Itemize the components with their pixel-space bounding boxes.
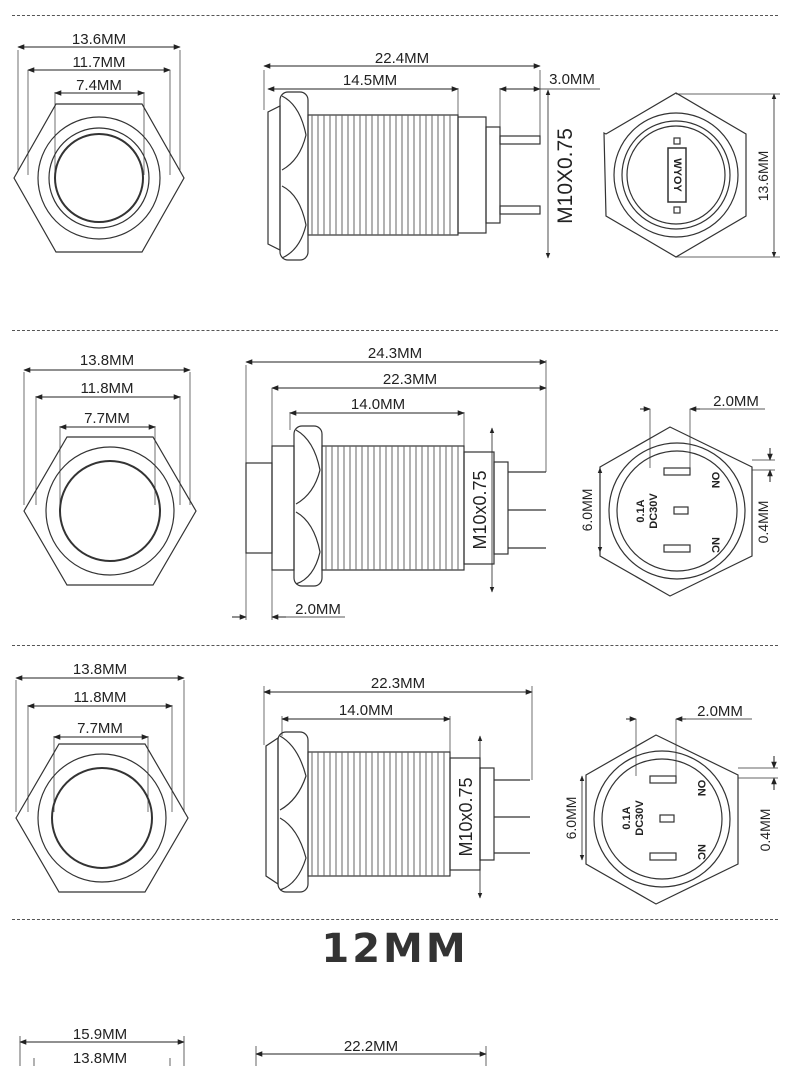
terminal-label-nc: NC: [709, 537, 721, 553]
back-view: [585, 719, 778, 905]
side-view: [245, 360, 547, 620]
dim-front-outer: 13.8MM: [80, 352, 134, 369]
thread-lines: [311, 752, 445, 876]
dim-front-inner: 7.4MM: [76, 77, 122, 94]
section-4: 15.9MM 13.8MM 22.2MM: [19, 1026, 487, 1066]
dim-front-mid: 11.7MM: [72, 54, 125, 71]
dim-side-thread: 14.0MM: [351, 396, 405, 413]
dim-side-pin: 3.0MM: [549, 71, 595, 88]
dim-front-mid: 11.8MM: [73, 689, 126, 706]
brand-label: WYOY: [671, 158, 683, 192]
dim-front-mid: 11.8MM: [80, 380, 133, 397]
thread-lines: [311, 115, 451, 235]
dim-side-total: 24.3MM: [368, 345, 422, 362]
section-1: 13.6MM 11.7MM 7.4MM: [13, 31, 780, 261]
divider-line: [12, 15, 778, 16]
dim-front-inner: 7.7MM: [84, 410, 130, 427]
size-title: 12MM: [321, 926, 469, 972]
front-view: [23, 372, 197, 586]
side-view: [263, 70, 541, 261]
side-view: [263, 686, 533, 893]
dim-front-outer: 13.8MM: [73, 661, 127, 678]
dim-back-height: 13.6MM: [755, 151, 771, 202]
front-view: [13, 50, 185, 253]
thread-lines: [325, 446, 459, 570]
dim-side-total: 22.2MM: [344, 1038, 398, 1055]
dim-side-thread: 14.5MM: [343, 72, 397, 89]
dim-side-cap: 2.0MM: [295, 601, 341, 618]
back-view: [603, 92, 780, 258]
dim-side-thread: 14.0MM: [339, 702, 393, 719]
dim-back-pin-width: 0.4MM: [755, 501, 771, 544]
rating-voltage: DC30V: [648, 493, 660, 529]
rating-current: 0.1A: [635, 499, 647, 522]
divider-line: [12, 330, 778, 331]
thread-spec: M10X0.75: [554, 128, 577, 224]
dim-back-pin-width: 0.4MM: [757, 809, 773, 852]
section-2: 13.8MM 11.8MM 7.7MM: [23, 345, 775, 620]
dim-back-pin-gap: 2.0MM: [697, 703, 743, 720]
divider-line: [12, 645, 778, 646]
dim-front-outer: 15.9MM: [73, 1026, 127, 1043]
rating-current: 0.1A: [621, 806, 633, 829]
thread-spec: M10x0.75: [470, 470, 490, 549]
terminal-label-on: ON: [709, 472, 721, 489]
section-3: 13.8MM 11.8MM 7.7MM: [15, 661, 778, 905]
dim-back-pin-span: 6.0MM: [563, 797, 579, 840]
dim-front-inner: 7.7MM: [77, 720, 123, 737]
dim-side-body: 22.3MM: [383, 371, 437, 388]
terminal-label-on: ON: [695, 780, 707, 797]
dim-side-total: 22.4MM: [375, 50, 429, 67]
rating-voltage: DC30V: [634, 800, 646, 836]
dim-front-mid: 13.8MM: [73, 1050, 127, 1066]
terminal-label-nc: NC: [695, 844, 707, 860]
back-view: [599, 409, 775, 597]
dim-front-outer: 13.6MM: [72, 31, 126, 48]
front-view: [15, 680, 189, 893]
dim-back-pin-gap: 2.0MM: [713, 393, 759, 410]
thread-spec: M10x0.75: [456, 777, 476, 856]
divider-line: [12, 919, 778, 920]
dim-back-pin-span: 6.0MM: [579, 489, 595, 532]
dim-side-total: 22.3MM: [371, 675, 425, 692]
